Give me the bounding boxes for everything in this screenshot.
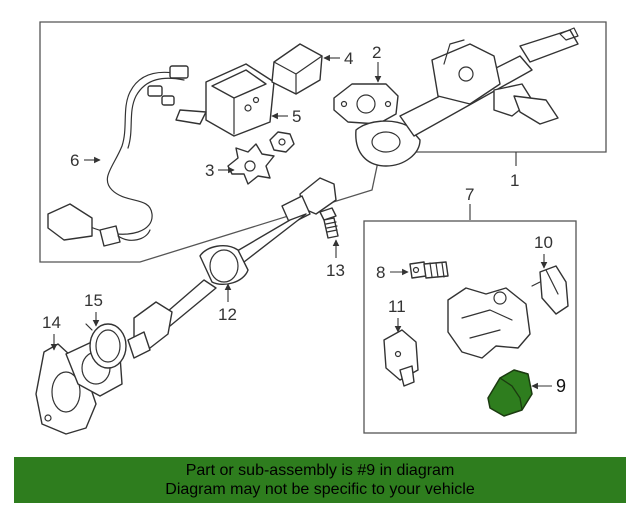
parts-diagram: 1 2 3 4 5 6 7 8 9 10 11 12 13 14 15: [35, 21, 607, 435]
part-13-bolt[interactable]: [319, 207, 339, 239]
part-5-module[interactable]: [175, 63, 275, 137]
callout-5: 5: [292, 107, 301, 126]
callout-12: 12: [218, 305, 237, 324]
callout-14: 14: [42, 313, 61, 332]
callout-1: 1: [510, 171, 519, 190]
callout-6: 6: [70, 151, 79, 170]
part-9-highlighted[interactable]: [487, 369, 533, 417]
part-4-block[interactable]: [271, 43, 323, 95]
part-8-pin[interactable]: [409, 261, 449, 279]
banner-line-2: Diagram may not be specific to your vehi…: [165, 481, 475, 498]
part-10-switch[interactable]: [531, 265, 569, 315]
callout-8: 8: [376, 263, 385, 282]
part-15-clamp[interactable]: [85, 323, 127, 369]
callout-7: 7: [465, 185, 474, 204]
part-3-gear[interactable]: [227, 143, 275, 185]
callout-11: 11: [388, 297, 406, 316]
part-2-bracket[interactable]: [333, 83, 399, 125]
assembly-frame-lock: [363, 220, 577, 434]
part-11-connector[interactable]: [383, 329, 419, 387]
banner-line-1: Part or sub-assembly is #9 in diagram: [185, 462, 455, 479]
callout-13: 13: [326, 261, 345, 280]
part-1-steering-column[interactable]: [355, 27, 579, 167]
part-6-wire-harness[interactable]: [47, 65, 189, 247]
leader-lines: [50, 54, 552, 390]
part-gear-small: [269, 131, 295, 153]
callout-3: 3: [205, 161, 214, 180]
callout-2: 2: [372, 43, 381, 62]
callout-15: 15: [84, 291, 103, 310]
callout-10: 10: [534, 233, 553, 252]
part-lock-housing: [447, 287, 531, 359]
callout-9: 9: [556, 376, 566, 396]
info-banner: Part or sub-assembly is #9 in diagram Di…: [14, 457, 626, 503]
assembly-frame-main: [39, 21, 607, 263]
part-12-intermediate-shaft[interactable]: [127, 177, 337, 359]
callout-4: 4: [344, 49, 353, 68]
